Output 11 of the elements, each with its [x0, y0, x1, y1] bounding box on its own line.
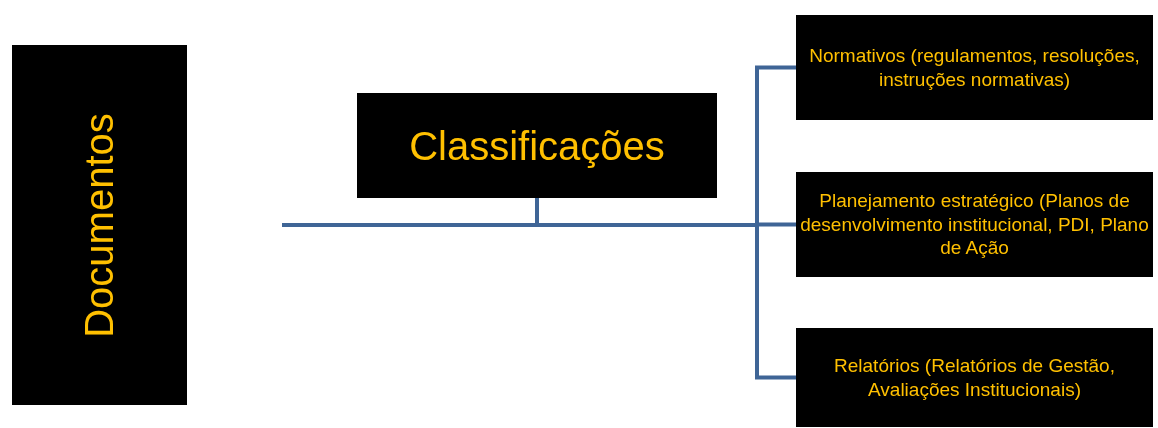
- text-box: [796, 328, 1153, 427]
- node-label: Normativos (regulamentos, resoluções, instruções normativas): [808, 43, 1141, 92]
- node-label: Documentos: [77, 112, 122, 338]
- connector-line: [535, 198, 796, 380]
- text-box: [12, 45, 187, 405]
- node-label: Relatórios (Relatórios de Gestão, Avaliações Institucionais): [833, 353, 1116, 402]
- node-label: Classificações: [409, 122, 665, 170]
- node-label: Planejamento estratégico (Planos de desenvolvimento institucional, PDI, Plano de Ação: [800, 188, 1149, 261]
- text-box: [357, 93, 717, 198]
- text-box: [796, 172, 1153, 277]
- text-box: [796, 15, 1153, 120]
